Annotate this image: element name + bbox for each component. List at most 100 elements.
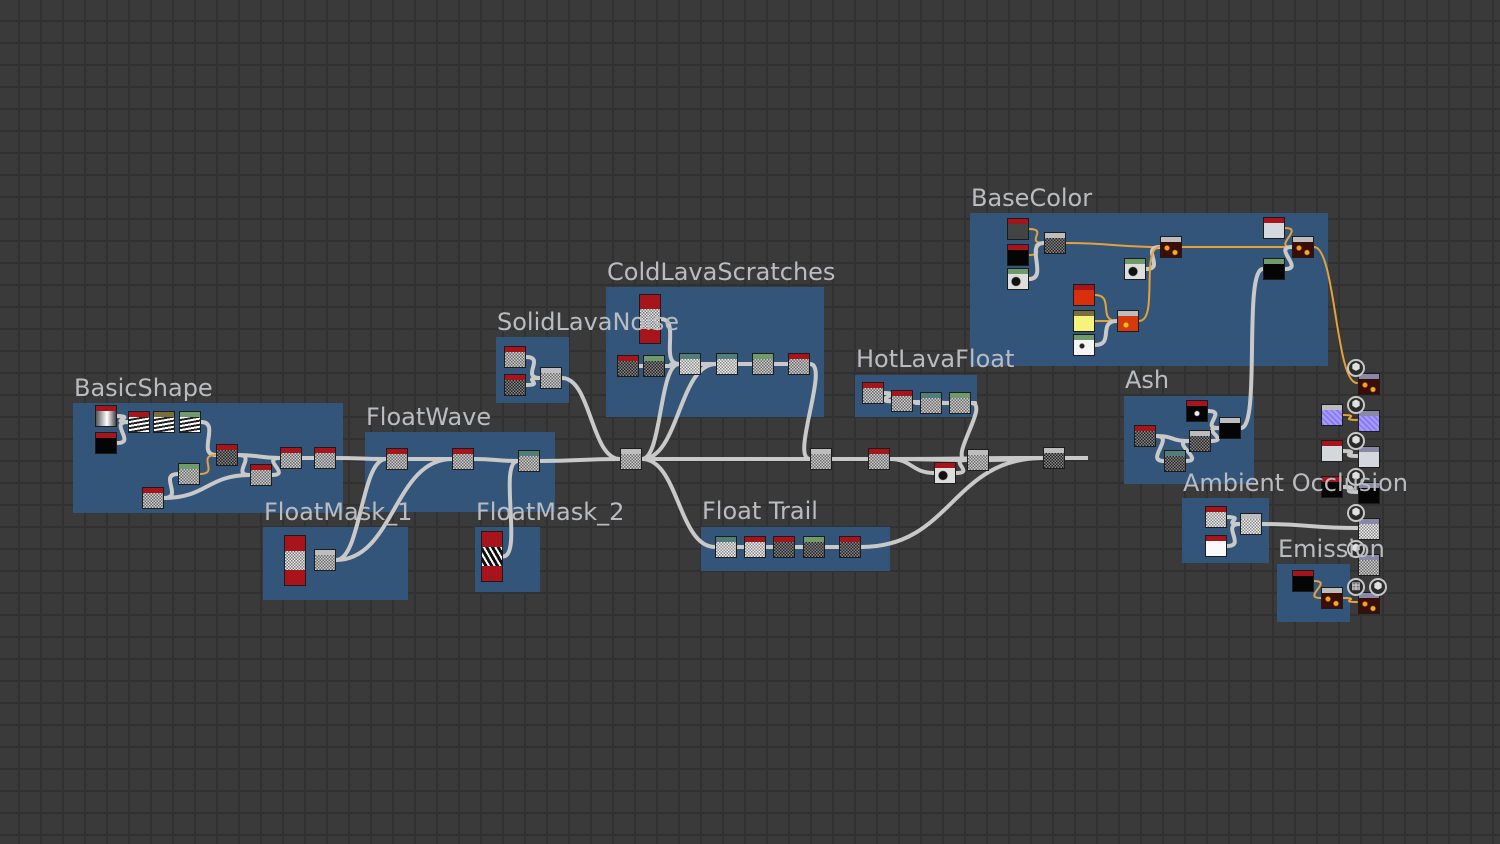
node-bs-wave1[interactable]	[128, 411, 150, 433]
checker-icon[interactable]: ▦	[1347, 578, 1365, 596]
node-cls-2[interactable]	[643, 355, 665, 377]
node-bs-gradient[interactable]	[95, 405, 117, 427]
connection-ao-2-to-ao-3[interactable]	[1225, 522, 1242, 548]
node-out-rough-in[interactable]	[1321, 440, 1343, 462]
connection-bc-red-to-bc-orange[interactable]	[1094, 294, 1118, 322]
connection-ao-3-to-out-ao[interactable]	[1260, 522, 1359, 530]
output-node-out-height[interactable]	[1358, 554, 1380, 576]
connection-bc-gray-to-bc-blend1[interactable]	[1028, 228, 1045, 244]
node-ash-4[interactable]	[1164, 450, 1186, 472]
node-cls-4[interactable]	[716, 353, 738, 375]
node-hlf-1[interactable]	[862, 382, 884, 404]
node-cls-6[interactable]	[788, 353, 810, 375]
connection-ft-5-to-mid-final[interactable]	[859, 456, 1045, 549]
node-mid-merge[interactable]	[810, 448, 832, 470]
node-bc-ash[interactable]	[1263, 258, 1285, 280]
cube-icon[interactable]: ⬢	[1347, 432, 1365, 450]
node-cls-3[interactable]	[679, 353, 701, 375]
node-sln-2[interactable]	[504, 374, 526, 396]
node-bc-mask2[interactable]	[1124, 258, 1146, 280]
node-bc-white[interactable]	[1073, 334, 1095, 356]
connection-bc-mask-to-bc-blend1[interactable]	[1027, 241, 1046, 281]
cube-icon[interactable]: ⬢	[1347, 396, 1365, 414]
node-sln-3[interactable]	[540, 367, 562, 389]
node-ash-2[interactable]	[1134, 425, 1156, 447]
node-ft-1[interactable]	[715, 536, 737, 558]
output-node-out-roughness[interactable]	[1358, 446, 1380, 468]
connection-main-merge-to-cls-3[interactable]	[640, 362, 681, 461]
node-em-1[interactable]	[1292, 570, 1314, 592]
connection-sln-3-to-main-merge[interactable]	[560, 376, 622, 461]
connection-bs-noise-b-to-bs-noise-a[interactable]	[162, 472, 180, 500]
output-node-out-metallic[interactable]	[1358, 482, 1380, 504]
connection-main-merge-to-cls-4[interactable]	[640, 362, 718, 461]
connection-mid-red-to-mid-final[interactable]	[888, 456, 1045, 461]
cube-icon[interactable]: ⬢	[1347, 504, 1365, 522]
node-ash-3[interactable]	[1189, 430, 1211, 452]
node-hlf-2[interactable]	[891, 390, 913, 412]
node-bs-black[interactable]	[95, 432, 117, 454]
node-ft-4[interactable]	[803, 536, 825, 558]
node-cls-tall[interactable]	[639, 294, 661, 344]
node-ash-1[interactable]	[1186, 400, 1208, 422]
node-bc-red[interactable]	[1073, 284, 1095, 306]
connection-bc-lava2-to-out-basecolor[interactable]	[1313, 246, 1358, 384]
node-ao-2[interactable]	[1205, 535, 1227, 557]
node-em-2[interactable]	[1321, 587, 1343, 609]
connection-out-metal-in-to-out-metallic[interactable]	[1341, 485, 1359, 494]
node-fw-1[interactable]	[386, 448, 408, 470]
connection-ash-2-to-ash-4[interactable]	[1154, 434, 1166, 463]
node-bs-out1[interactable]	[280, 447, 302, 469]
node-fw-2[interactable]	[452, 448, 474, 470]
node-bc-lava2[interactable]	[1292, 236, 1314, 258]
node-mid-red[interactable]	[868, 448, 890, 470]
node-cls-1[interactable]	[617, 355, 639, 377]
node-cls-5[interactable]	[752, 353, 774, 375]
node-out-normal-in[interactable]	[1321, 404, 1343, 426]
node-main-merge[interactable]	[620, 448, 642, 470]
connection-fw-3-to-main-merge[interactable]	[538, 457, 622, 463]
node-bc-black[interactable]	[1007, 244, 1029, 266]
node-bs-noise-a[interactable]	[178, 463, 200, 485]
connection-em-1-to-em-2[interactable]	[1313, 580, 1322, 599]
connection-bc-white-to-bc-orange[interactable]	[1093, 319, 1119, 347]
connection-ash-3-to-ash-5[interactable]	[1209, 426, 1221, 443]
node-bs-wave3[interactable]	[179, 411, 201, 433]
node-hlf-3[interactable]	[920, 392, 942, 414]
connection-cls-6-to-mid-merge[interactable]	[802, 362, 818, 461]
cube-icon[interactable]: ⬢	[1347, 359, 1365, 377]
connection-bs-wave3-to-bs-blend[interactable]	[199, 420, 218, 457]
node-ft-5[interactable]	[839, 536, 861, 558]
node-mid-blend[interactable]	[967, 449, 989, 471]
node-bc-lava1[interactable]	[1160, 236, 1182, 258]
node-bc-orange[interactable]	[1117, 310, 1139, 332]
node-mid-bw[interactable]	[934, 462, 956, 484]
output-node-out-basecolor[interactable]	[1358, 373, 1380, 395]
node-bs-blend[interactable]	[216, 444, 238, 466]
frame-float-wave[interactable]	[365, 432, 555, 512]
node-bc-yellow[interactable]	[1073, 310, 1095, 332]
node-ao-1[interactable]	[1205, 506, 1227, 528]
node-sln-1[interactable]	[504, 346, 526, 368]
node-mid-final[interactable]	[1043, 447, 1065, 469]
connection-ash-1-to-ash-5[interactable]	[1206, 409, 1221, 430]
connection-bc-blend1-to-bc-lava1[interactable]	[1065, 242, 1161, 248]
node-bs-mix[interactable]	[250, 464, 272, 486]
connection-ash-4-to-ash-3[interactable]	[1180, 439, 1195, 463]
connection-bs-black-to-bs-wave1[interactable]	[115, 420, 130, 445]
node-fm2-tall[interactable]	[481, 531, 503, 582]
node-bs-out2[interactable]	[314, 447, 336, 469]
connection-sln-2-to-sln-3[interactable]	[524, 376, 542, 387]
node-out-metal-in[interactable]	[1321, 476, 1343, 498]
node-bc-blend1[interactable]	[1044, 232, 1066, 254]
connection-out-normal-in-to-out-normal[interactable]	[1342, 414, 1358, 421]
connection-fm1-out-to-fw-2[interactable]	[334, 457, 454, 562]
node-fm1-out[interactable]	[314, 549, 336, 571]
node-bc-gray[interactable]	[1007, 218, 1029, 240]
connection-bc-light-to-bc-lava2[interactable]	[1284, 227, 1293, 248]
node-fm1-tall[interactable]	[284, 535, 306, 586]
connection-em-2-to-out-emission[interactable]	[1342, 597, 1358, 603]
node-ft-2[interactable]	[744, 536, 766, 558]
node-bc-mask[interactable]	[1007, 268, 1029, 290]
